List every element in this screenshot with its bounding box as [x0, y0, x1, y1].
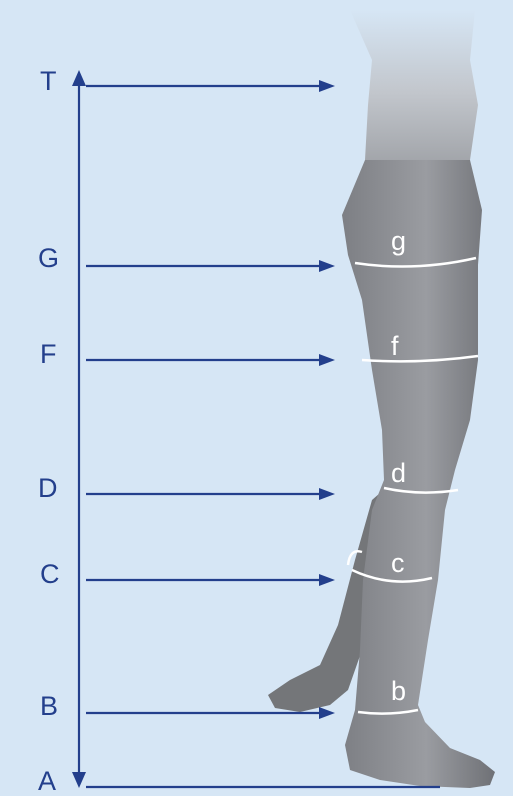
circumference-label-d: d [391, 460, 406, 487]
level-label-c: C [40, 561, 60, 588]
level-label-b: B [40, 693, 58, 720]
level-label-f: F [40, 341, 57, 368]
level-arrowhead-f-icon [319, 354, 335, 366]
circumference-label-b: b [391, 678, 406, 705]
level-arrowhead-c-icon [319, 574, 335, 586]
leg-figure-icon [268, 10, 495, 788]
level-arrowhead-t-icon [319, 80, 335, 92]
level-arrowhead-d-icon [319, 488, 335, 500]
circumference-label-c: c [391, 550, 405, 577]
level-arrowhead-b-icon [319, 707, 335, 719]
front-leg-shape [342, 160, 495, 788]
axis-down-arrowhead-icon [72, 772, 86, 788]
torso-shape [350, 10, 478, 160]
level-label-t: T [40, 68, 57, 95]
level-label-d: D [38, 475, 58, 502]
circumference-label-g: g [391, 228, 406, 255]
circumference-label-f: f [391, 333, 399, 360]
axis-up-arrowhead-icon [72, 70, 86, 86]
level-arrowhead-g-icon [319, 260, 335, 272]
level-label-g: G [38, 245, 59, 272]
